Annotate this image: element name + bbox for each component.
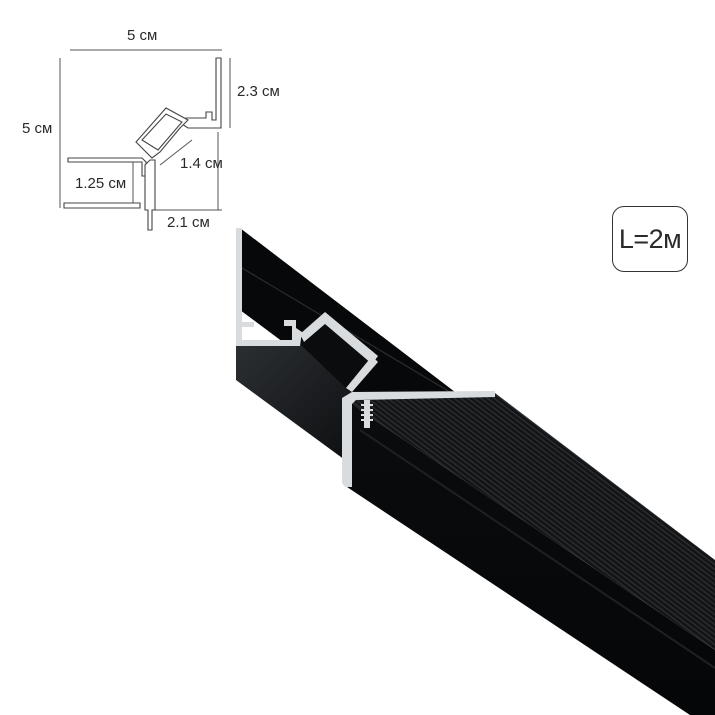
dimension-top-flange-label: 2.3 см [237,83,280,100]
front-cut-face [342,391,495,487]
back-side-panel [236,344,355,460]
dimension-lines [59,49,231,211]
dimension-width-label: 5 см [127,27,158,44]
back-top-panel [240,228,455,392]
profile-outline [63,57,222,231]
dimension-channel-label: 1.4 см [180,155,223,172]
length-badge: L=2м [612,206,688,272]
dimension-lower-flange-label: 1.25 см [75,175,127,192]
dimension-height-label: 5 см [22,120,53,137]
front-top-face [347,393,715,650]
front-side-face [347,398,715,715]
back-cut-face [236,228,378,392]
dimension-offset-label: 2.1 см [167,214,210,231]
